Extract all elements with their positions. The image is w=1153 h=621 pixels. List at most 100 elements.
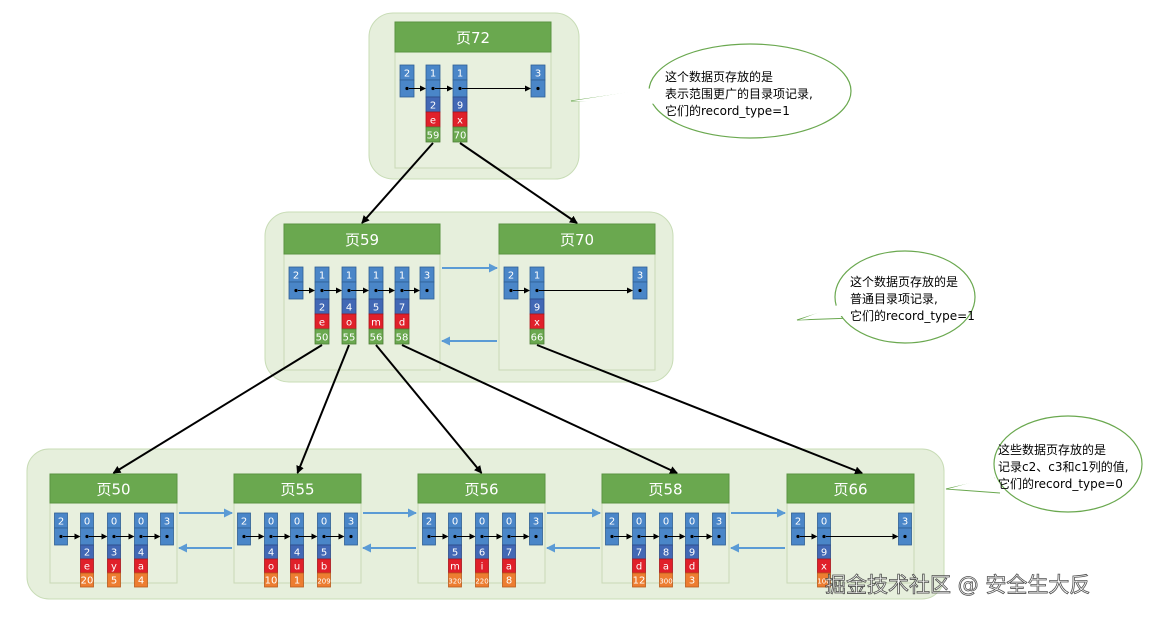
pointer-dot [59,534,63,539]
record-type-value: 3 [424,271,430,282]
c1-box [80,572,94,588]
c1-value: 300 [659,578,672,586]
c3-value: d [636,562,642,573]
c1-box [817,572,831,588]
c3-value: e [84,562,90,573]
child-pointer-arrow [296,344,350,474]
c3-value: b [321,562,327,573]
record-type-value: 0 [111,517,117,528]
page-header [394,21,552,53]
c3-value: e [319,318,325,329]
record-type-value: 0 [321,517,327,528]
callout-leaf-line-2: 记录c2、c3和c1列的值, [998,459,1129,474]
c2-value: 4 [294,548,300,559]
callout-root-line-3: 它们的record_type=1 [665,103,790,118]
watermark: 掘金技术社区 @ 安全生大反 [825,573,1090,597]
record: 2 [503,266,519,300]
c3-value: m [371,318,381,329]
child-pointer-arrow [112,344,323,474]
pointer-dot [534,534,538,539]
c2-value: 9 [689,548,695,559]
record-type-value: 2 [795,517,801,528]
c2-value: 5 [373,303,379,314]
c1-box [529,328,545,345]
record: 2 [605,512,619,546]
callout-middle-line-3: 它们的record_type=1 [850,308,975,323]
pointer-dot [717,534,721,539]
record: 3 [632,266,648,300]
c2-value: 7 [506,548,512,559]
c2-value: 2 [84,548,90,559]
record: 2 [399,64,415,98]
c1-box [314,328,330,345]
c3-value: u [294,562,300,573]
pointer-dot [139,534,143,539]
c1-box [134,572,148,588]
c1-value: 58 [396,333,409,344]
c2-value: 3 [111,548,117,559]
pointer-dot [822,534,826,539]
c3-value: x [821,562,827,573]
record: 2 [791,512,805,546]
pointer-dot [294,288,298,293]
c1-value: 220 [475,578,488,586]
pointer-dot [427,534,431,539]
record-type-value: 3 [533,517,539,528]
c1-box [368,328,384,345]
c1-value: 50 [316,333,329,344]
page-header [786,473,915,504]
c1-box [659,572,673,588]
record: 2 [422,512,436,546]
record-type-value: 1 [534,271,540,282]
record-type-value: 0 [452,517,458,528]
record-type-value: 3 [902,517,908,528]
page-title: 页66 [833,481,867,499]
page-header [417,473,546,504]
c1-value: 209 [317,578,330,586]
c2-value: 2 [319,303,325,314]
record-type-value: 0 [689,517,695,528]
c1-box [107,572,121,588]
c1-value: 8 [506,576,512,587]
c3-value: o [268,562,274,573]
pointer-dot [320,288,324,293]
c1-box [502,572,516,588]
c1-value: 66 [531,333,544,344]
page-body [786,502,915,584]
record: 3 [712,512,726,546]
pointer-dot [425,288,429,293]
page-title: 页70 [560,231,594,249]
child-pointer-arrow [401,344,678,474]
record-type-value: 3 [535,69,541,80]
pointer-dot [509,288,513,293]
record-type-value: 1 [430,69,436,80]
pointer-dot [400,288,404,293]
record: 2 [288,266,304,300]
record-type-value: 0 [294,517,300,528]
callout-root-line-1: 这个数据页存放的是 [665,69,773,84]
record-type-value: 2 [293,271,299,282]
c1-value: 5 [111,576,117,587]
record-type-value: 3 [348,517,354,528]
c2-value: 5 [452,548,458,559]
pointer-dot [112,534,116,539]
record-type-value: 1 [399,271,405,282]
c3-value: d [689,562,695,573]
record: 2 [237,512,251,546]
c1-box [394,328,410,345]
c1-box [264,572,278,588]
record-type-value: 1 [373,271,379,282]
record-type-value: 1 [457,69,463,80]
c2-value: 4 [138,548,144,559]
